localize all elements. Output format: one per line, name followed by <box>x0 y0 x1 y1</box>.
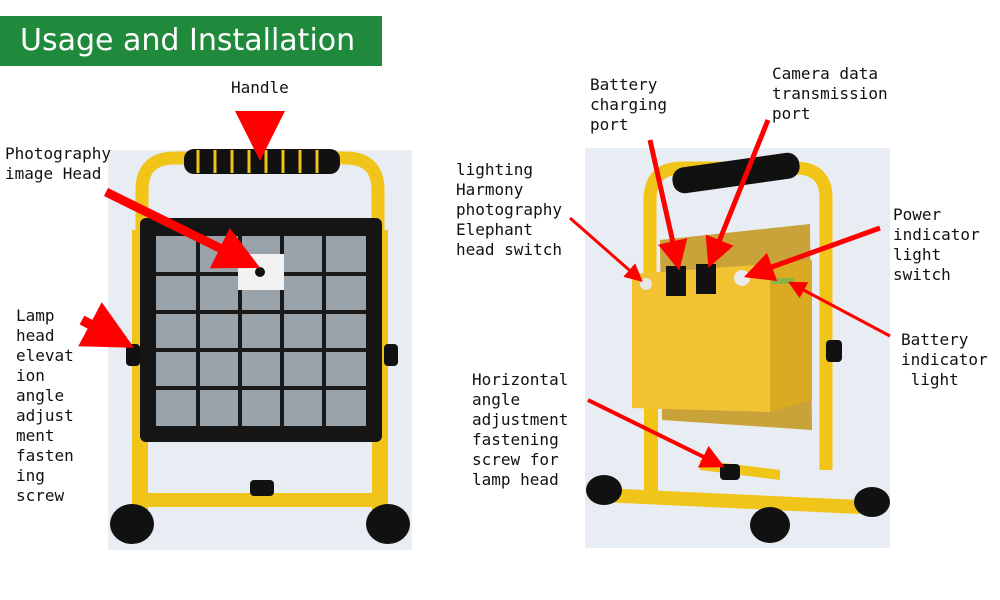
front-view-device <box>108 149 412 550</box>
camera-port-arrow <box>705 119 771 268</box>
left-knob <box>126 344 140 366</box>
page-title: Usage and Installation <box>20 23 356 58</box>
label-camera-port: Camera data transmission port <box>772 64 888 123</box>
horizontal-screw-arrow <box>587 398 725 468</box>
base-bar <box>132 493 388 507</box>
battery-box-front <box>632 264 770 412</box>
label-head-switch: lighting Harmony photography Elephant he… <box>456 160 562 259</box>
head-switch-arrow <box>569 216 643 282</box>
label-horizontal-screw: Horizontal angle adjustment fastening sc… <box>472 370 569 489</box>
right-foot <box>366 504 410 544</box>
rear-base-bar-left <box>600 488 860 514</box>
rear-base-knob <box>720 464 740 480</box>
rear-front-foot <box>750 507 790 543</box>
right-knob <box>384 344 398 366</box>
power-switch-arrow <box>743 225 881 282</box>
rear-right-foot <box>854 487 890 517</box>
rear-view-device <box>585 148 890 548</box>
label-power-switch: Power indicator light switch <box>893 205 980 284</box>
photography-head-arrow <box>104 187 261 269</box>
rear-left-foot <box>586 475 622 505</box>
power-switch-button <box>734 270 750 286</box>
battery-indicator-arrow <box>788 281 891 338</box>
title-banner: Usage and Installation <box>0 16 382 66</box>
battery-indicator-leds <box>772 278 794 284</box>
label-photography-head: Photography image Head <box>5 144 111 183</box>
label-elevation-screw: Lamp head elevat ion angle adjust ment f… <box>16 306 74 505</box>
label-charging-port: Battery charging port <box>590 75 668 134</box>
charging-port-socket <box>666 266 686 296</box>
rear-side-knob <box>826 340 842 362</box>
elevation-screw-arrow <box>78 302 135 348</box>
base-knob <box>250 480 274 496</box>
left-foot <box>110 504 154 544</box>
label-battery-indicator: Battery indicator light <box>901 330 988 389</box>
charging-port-arrow <box>647 139 688 271</box>
camera-port-socket <box>696 264 716 294</box>
lighting-switch <box>640 278 652 290</box>
camera-lens <box>255 267 265 277</box>
rear-handle-grip <box>672 152 800 194</box>
label-handle: Handle <box>231 78 289 97</box>
